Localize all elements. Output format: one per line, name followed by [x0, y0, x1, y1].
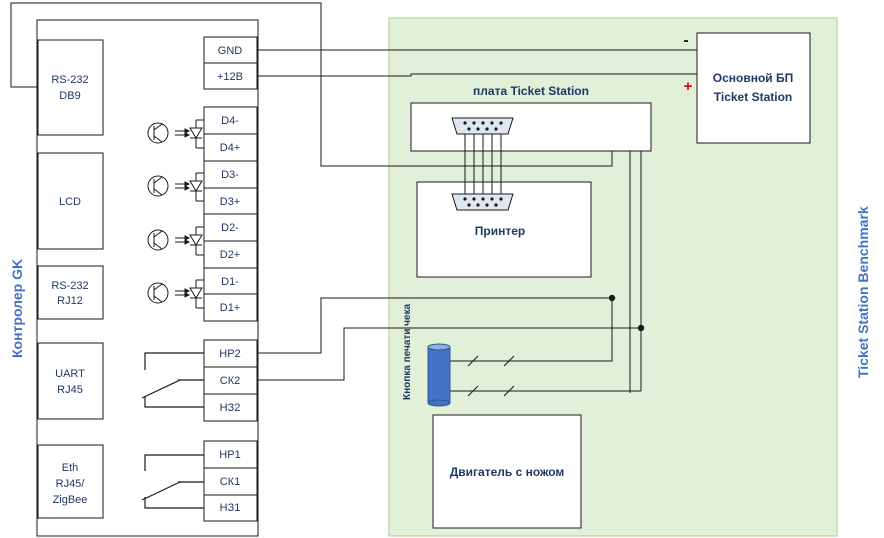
printer-label: Принтер: [475, 224, 525, 238]
module-rs232-rj12-line2: RJ12: [57, 295, 83, 307]
terminal-12v: +12В: [217, 71, 243, 83]
terminal-block-relay2: [203, 339, 258, 422]
module-lcd: LCD: [37, 152, 104, 250]
wire-button-a: [450, 298, 613, 362]
wire-break-marks: [467, 355, 515, 397]
db9-connector-board: [451, 117, 514, 135]
controller-title: Контролер GK: [9, 259, 25, 358]
terminal-no1: НР1: [219, 449, 240, 461]
module-rs232-rj12-line1: RS-232: [51, 280, 88, 292]
module-eth-zigbee: Eth RJ45/ ZigBee: [37, 444, 104, 519]
module-eth-line1: Eth: [62, 462, 79, 474]
bench-title: Ticket Station Benchmark: [855, 206, 871, 378]
optocoupler-d4: [147, 119, 204, 149]
wire-no2: [257, 297, 612, 354]
wire-rs232-to-board: [10, 2, 613, 167]
wire-12v: [257, 73, 697, 77]
terminal-block-inputs: [203, 106, 258, 322]
board-label: плата Ticket Station: [473, 84, 589, 98]
serial-cable: [464, 134, 502, 194]
psu-minus-sign: -: [683, 32, 688, 49]
terminal-d2-minus: D2-: [221, 222, 239, 234]
db9-connector-printer: [451, 193, 514, 211]
module-rs232-db9-line2: DB9: [59, 90, 80, 102]
module-uart-line1: UART: [55, 368, 85, 380]
psu-line1: Основной БП: [713, 71, 794, 85]
terminal-block-power: [203, 36, 258, 90]
terminal-nc1: НЗ1: [220, 502, 241, 514]
ticket-station-board: [410, 102, 652, 152]
terminal-gnd: GND: [218, 45, 243, 57]
terminal-nc2: НЗ2: [220, 402, 241, 414]
module-lcd-label: LCD: [59, 196, 81, 208]
module-eth-line3: ZigBee: [53, 494, 88, 506]
psu-line2: Ticket Station: [714, 90, 792, 104]
terminal-com1: СК1: [220, 476, 240, 488]
module-rs232-rj12: RS-232 RJ12: [37, 265, 104, 320]
terminal-block-relay1: [203, 440, 258, 522]
module-rs232-db9: RS-232 DB9: [37, 39, 104, 136]
terminal-com2: СК2: [220, 375, 240, 387]
psu-plus-sign: +: [684, 78, 693, 95]
print-button: [427, 343, 451, 407]
terminal-d3-minus: D3-: [221, 169, 239, 181]
main-psu: [696, 32, 811, 144]
motor-label: Двигатель с ножом: [450, 465, 565, 479]
terminal-d4-minus: D4-: [221, 115, 239, 127]
cutter-motor: [432, 414, 582, 529]
terminal-d1-plus: D1+: [220, 302, 241, 314]
terminal-d4-plus: D4+: [220, 142, 241, 154]
module-uart-rj45: UART RJ45: [37, 342, 104, 420]
relay-contact-1: [141, 454, 204, 509]
module-rs232-db9-line1: RS-232: [51, 74, 88, 86]
wire-com2: [257, 327, 641, 381]
junction-dots: [608, 294, 645, 332]
terminal-d1-minus: D1-: [221, 276, 239, 288]
terminal-d2-plus: D2+: [220, 249, 241, 261]
wires: [10, 2, 697, 393]
print-button-label: Кнопка печати чека: [402, 303, 413, 400]
module-eth-line2: RJ45/: [56, 478, 86, 490]
relay-contact-2: [141, 352, 204, 408]
module-uart-line2: RJ45: [57, 384, 83, 396]
terminal-no2: НР2: [219, 348, 240, 360]
terminal-d3-plus: D3+: [220, 196, 241, 208]
